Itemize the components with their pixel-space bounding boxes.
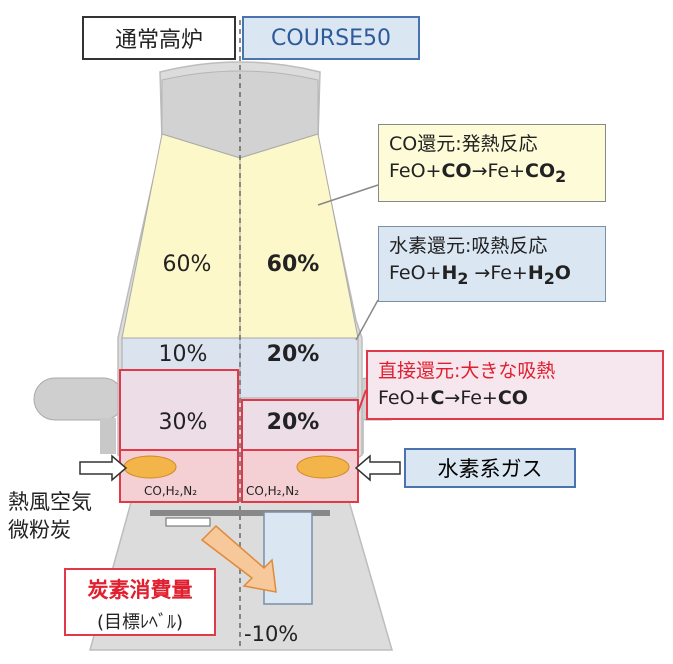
hot-blast-arrow	[79, 454, 128, 482]
co-callout-leader	[317, 184, 379, 206]
hydrogen-gas-arrow	[354, 454, 401, 482]
direct-callout-title: 直接還元:大きな吸熱	[378, 360, 556, 382]
carbon-consumption-subtitle: (目標ﾚﾍﾞﾙ)	[96, 612, 184, 633]
left-raceway-oval	[123, 455, 177, 479]
hearth-floor	[150, 510, 330, 516]
h2-callout-title: 水素還元:吸熱反応	[389, 235, 548, 257]
bustle-pipe-left	[33, 377, 125, 454]
direct-reduction-callout: 直接還元:大きな吸熱 FeO+C→Fe+CO	[366, 350, 664, 420]
carbon-consumption-box: 炭素消費量 (目標ﾚﾍﾞﾙ)	[64, 568, 216, 636]
co-callout-title: CO還元:発熱反応	[389, 133, 538, 155]
hydrogen-gas-box: 水素系ガス	[404, 448, 576, 488]
right-direct-zone	[241, 399, 359, 451]
co-callout-formula: FeO+CO→Fe+CO2	[389, 159, 567, 186]
hot-blast-label: 熱風空気 微粉炭	[8, 488, 92, 544]
pulverized-coal: 微粉炭	[8, 518, 71, 542]
h2-callout-leader	[355, 299, 379, 341]
h2-callout-formula: FeO+H2 →Fe+H2O	[389, 261, 571, 288]
co-reduction-callout: CO還元:発熱反応 FeO+CO→Fe+CO2	[378, 124, 606, 202]
left-co-zone	[121, 133, 241, 339]
right-tuyere-gas: CO,H₂,N₂	[246, 484, 300, 498]
right-h2-zone	[239, 337, 359, 399]
left-co-pct: 60%	[162, 252, 212, 277]
h2-reduction-callout: 水素還元:吸熱反応 FeO+H2 →Fe+H2O	[378, 226, 606, 302]
carbon-reduction-value: -10%	[244, 622, 299, 646]
right-raceway-oval	[296, 455, 350, 479]
left-direct-pct: 30%	[158, 410, 208, 435]
carbon-consumption-title: 炭素消費量	[87, 578, 193, 602]
right-direct-pct: 20%	[266, 410, 320, 435]
carbon-arrow	[200, 524, 277, 593]
left-h2-pct: 10%	[158, 342, 208, 367]
direct-callout-leader	[357, 389, 367, 413]
conventional-title: 通常高炉	[82, 16, 236, 60]
hot-blast-air: 熱風空気	[8, 490, 92, 514]
right-co-zone	[239, 133, 359, 339]
direct-callout-formula: FeO+C→Fe+CO	[378, 386, 528, 409]
right-co-pct: 60%	[266, 252, 320, 277]
tap-hole	[165, 517, 211, 527]
left-tuyere-gas: CO,H₂,N₂	[144, 484, 198, 498]
right-h2-pct: 20%	[266, 342, 320, 367]
course50-title: COURSE50	[242, 16, 420, 60]
